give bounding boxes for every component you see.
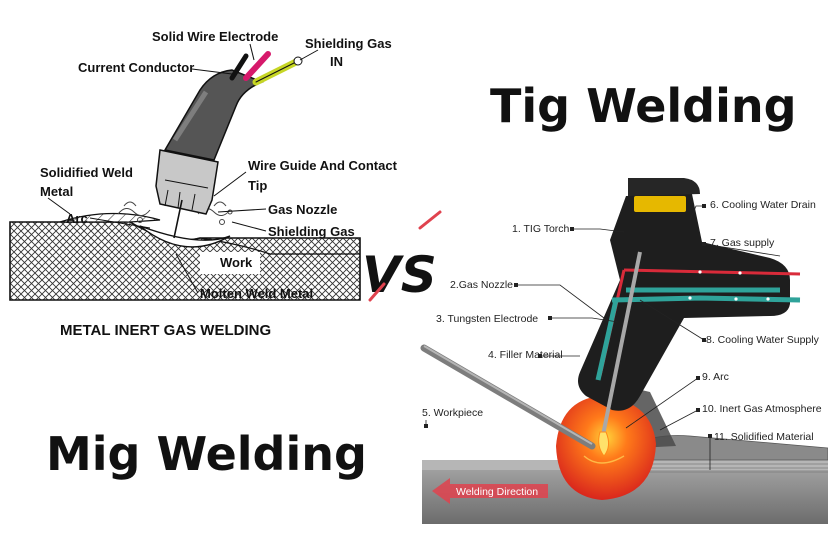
tig-gas-supply-line xyxy=(623,268,801,276)
tig-diagram: Welding Direction xyxy=(420,178,828,524)
tig-torch-cap xyxy=(634,196,686,212)
label-solidified-weld-metal-2: Metal xyxy=(40,184,73,199)
label-tig-inert-gas-atmosphere: 10. Inert Gas Atmosphere xyxy=(702,403,822,415)
label-tig-workpiece: 5. Workpiece xyxy=(422,407,483,419)
label-current-conductor: Current Conductor xyxy=(78,60,194,75)
mig-diagram-caption: METAL INERT GAS WELDING xyxy=(60,322,271,339)
mig-cables xyxy=(229,51,303,86)
tig-torch-body xyxy=(578,194,790,411)
label-tig-cooling-water-drain: 6. Cooling Water Drain xyxy=(710,199,816,211)
label-tig-arc: 9. Arc xyxy=(702,371,729,383)
label-tig-gas-nozzle: 2.Gas Nozzle xyxy=(450,279,513,291)
tig-arc xyxy=(598,431,610,457)
mig-leader-lines xyxy=(47,43,319,294)
mig-torch-neck xyxy=(163,69,265,161)
welding-direction-arrow: Welding Direction xyxy=(432,478,548,504)
label-gas-nozzle: Gas Nozzle xyxy=(268,202,337,217)
label-wire-guide: Wire Guide And Contact xyxy=(248,158,398,173)
label-work: Work xyxy=(220,255,253,270)
welding-direction-label: Welding Direction xyxy=(456,486,538,498)
label-shielding-gas-in: Shielding Gas xyxy=(305,36,392,51)
label-shielding-gas: Shielding Gas xyxy=(268,224,355,239)
label-tig-torch: 1. TIG Torch xyxy=(512,223,570,235)
tig-welding-title: Tig Welding xyxy=(490,79,797,133)
tig-leader-lines xyxy=(425,205,781,470)
label-tig-filler-material: 4. Filler Material xyxy=(488,349,563,361)
label-solidified-weld-metal: Solidified Weld xyxy=(40,165,133,180)
vs-badge: VS xyxy=(362,210,442,304)
mig-diagram: Solid Wire Electrode Current Conductor S… xyxy=(9,29,398,339)
mig-gas-flow-arrows xyxy=(164,189,196,211)
mig-welding-title: Mig Welding xyxy=(46,427,367,481)
label-tig-cooling-water-supply: 8. Cooling Water Supply xyxy=(706,334,820,346)
label-wire-guide-2: Tip xyxy=(248,178,267,193)
label-molten-weld-metal: Molten Weld Metal xyxy=(200,286,313,301)
label-shielding-gas-in-2: IN xyxy=(330,54,343,69)
label-arc: Arc xyxy=(66,211,88,226)
label-tig-tungsten-electrode: 3. Tungsten Electrode xyxy=(436,313,538,325)
mig-gas-nozzle xyxy=(155,149,219,215)
solidified-weld-bead xyxy=(59,212,161,223)
label-tig-gas-supply: 7. Gas supply xyxy=(710,237,775,249)
mig-electrode-wire xyxy=(173,199,183,239)
tig-tungsten-electrode xyxy=(600,251,642,441)
label-tig-solidified-material: 11. Solidified Material xyxy=(714,431,814,443)
label-solid-wire-electrode: Solid Wire Electrode xyxy=(152,29,278,44)
tig-filler-rod xyxy=(420,344,596,450)
